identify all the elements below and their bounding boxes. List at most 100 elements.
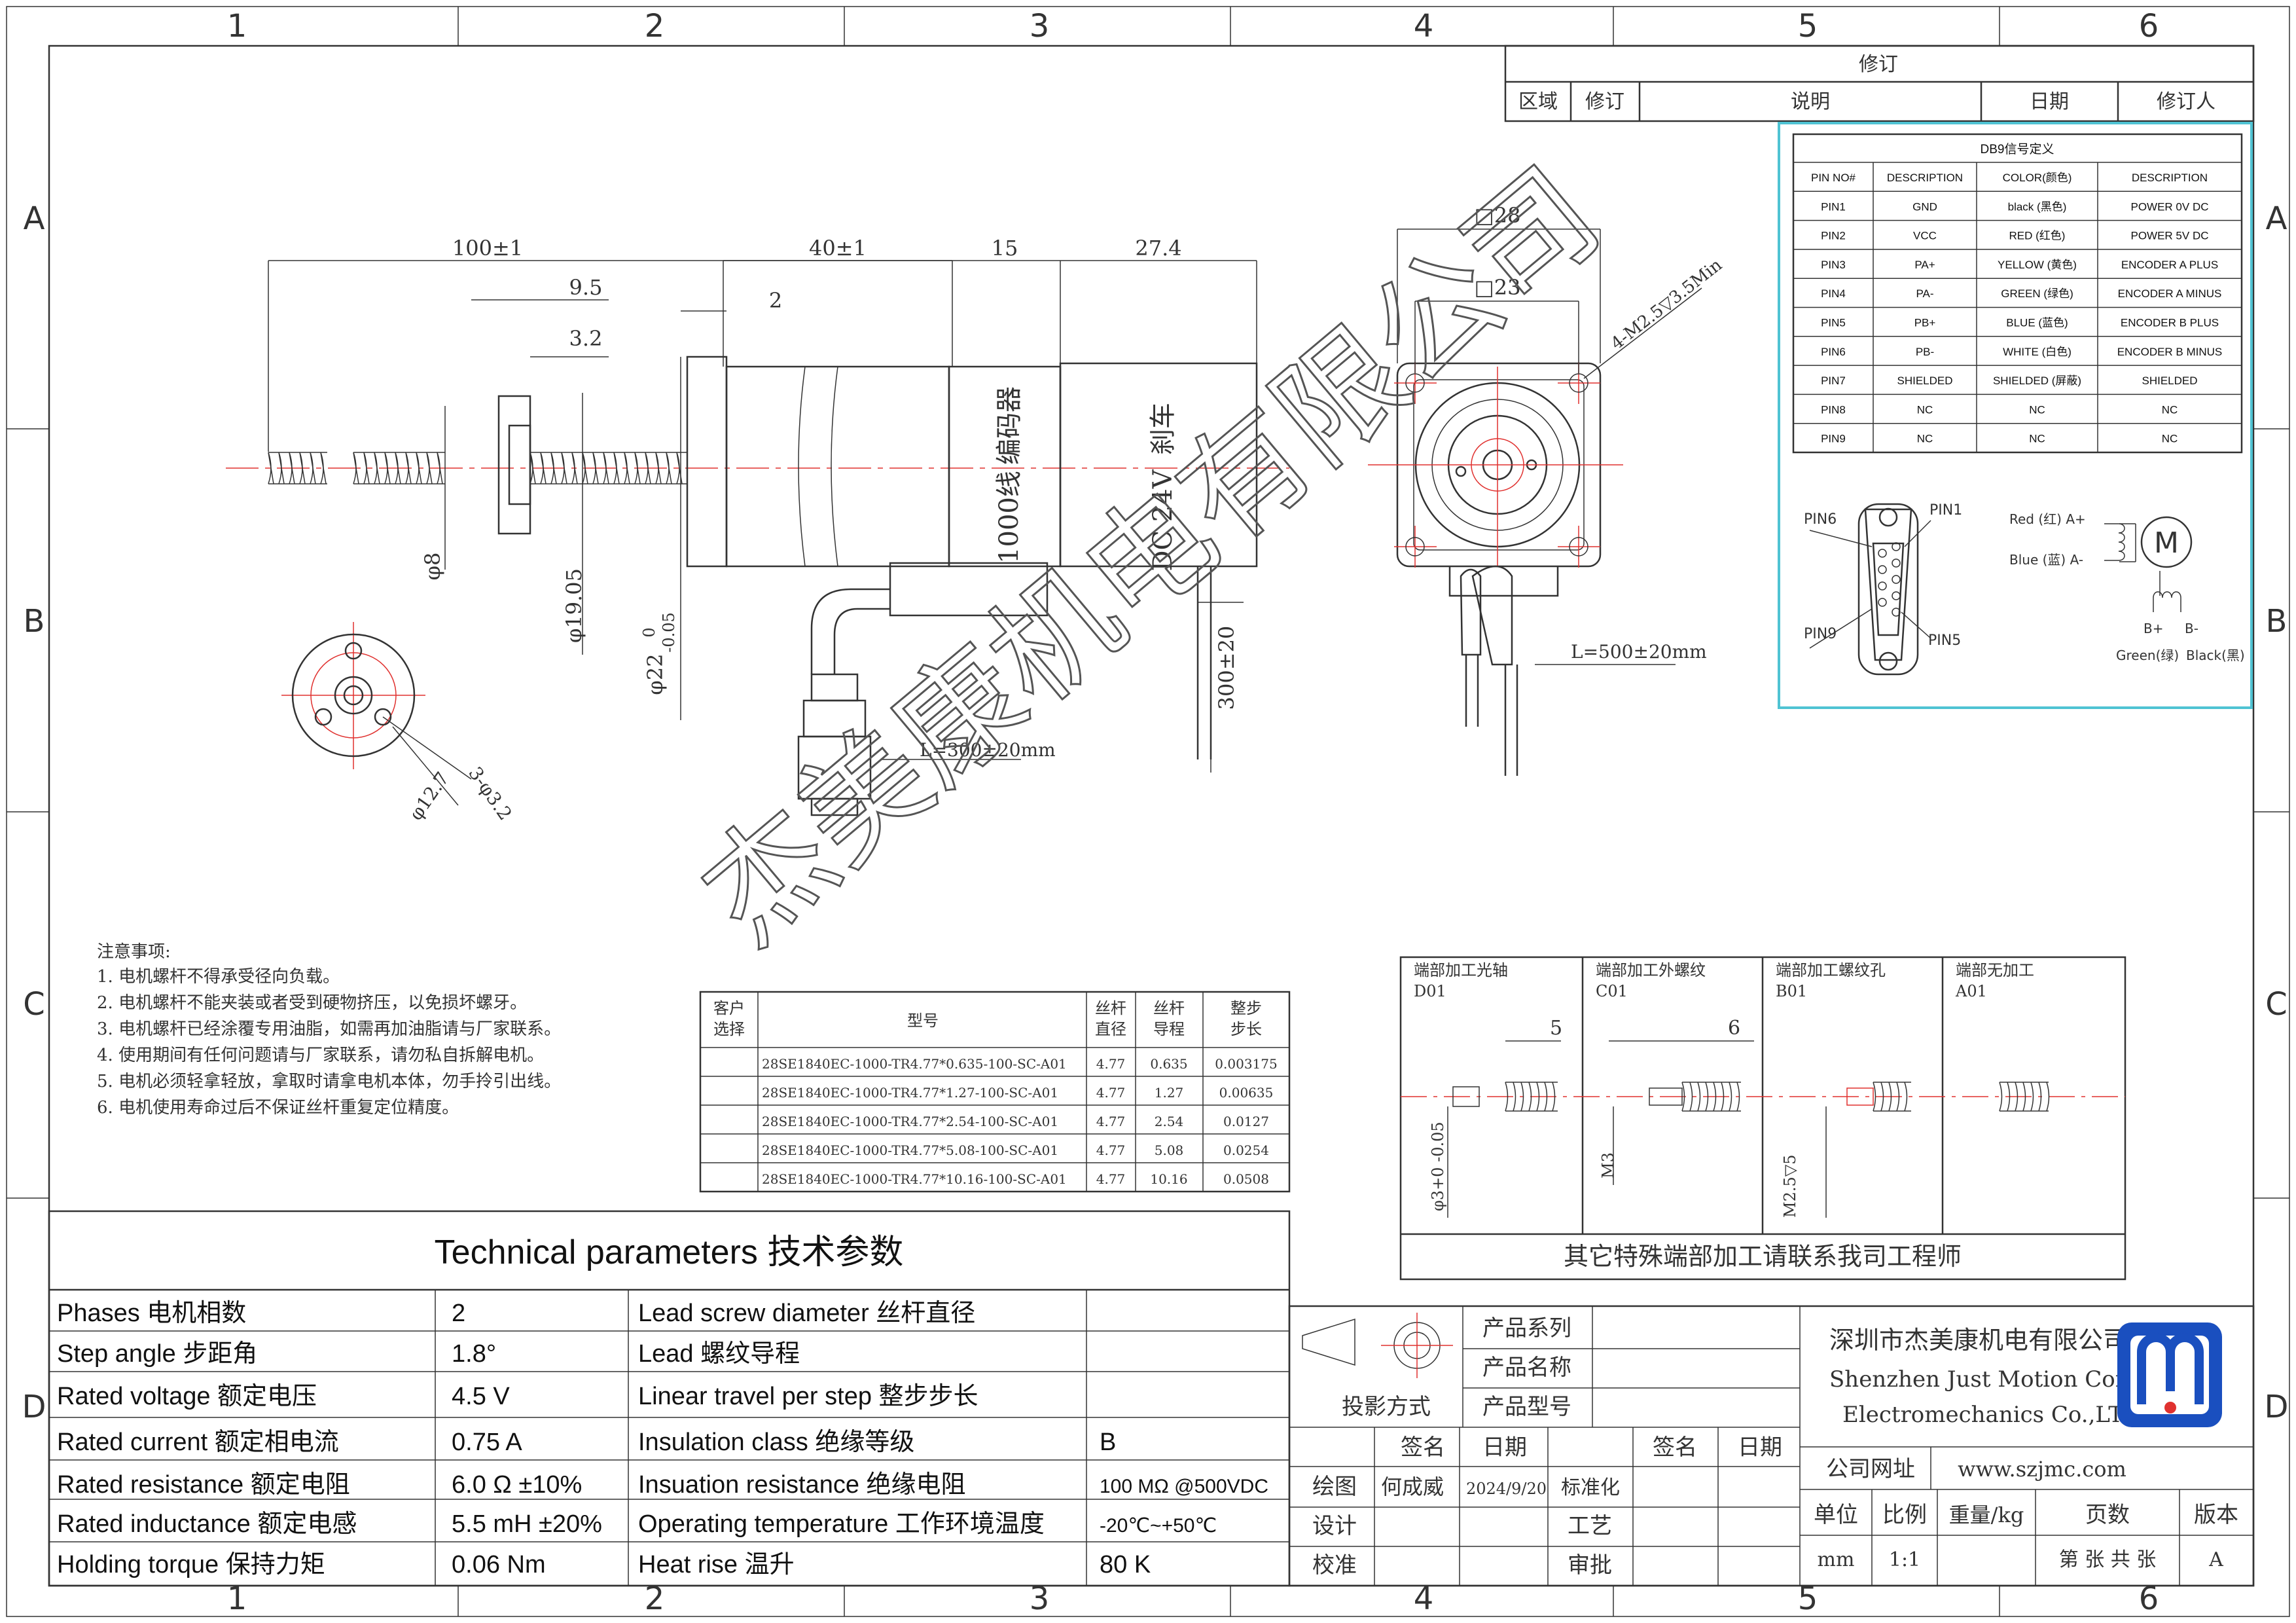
model-cell: 4.77	[1096, 1056, 1126, 1072]
db9-plug	[797, 673, 872, 816]
weight-label: 重量/kg	[1949, 1503, 2024, 1527]
company-logo	[2117, 1322, 2222, 1427]
db9-cell: SHIELDED (屏蔽)	[1993, 374, 2081, 387]
dim-phi8: φ8	[420, 553, 445, 581]
dim-27: 27.4	[1135, 236, 1181, 261]
thread-turn	[571, 452, 578, 484]
col-label: 3	[1030, 8, 1050, 45]
thread-turn	[426, 452, 433, 484]
db9-cell: PA+	[1914, 259, 1935, 271]
row-label: C	[2265, 986, 2287, 1023]
model-cell: 28SE1840EC-1000-TR4.77*2.54-100-SC-A01	[762, 1114, 1058, 1129]
revision-header: 日期	[2030, 90, 2069, 113]
svg-text:丝杆: 丝杆	[1095, 999, 1126, 1017]
model-cell: 4.77	[1096, 1114, 1126, 1129]
db9-cell: GREEN (绿色)	[2001, 287, 2073, 300]
end-dim: 5	[1550, 1017, 1562, 1040]
dim-phi12-7: φ12.7	[405, 768, 454, 824]
db9-header: PIN NO#	[1811, 172, 1856, 184]
db9-cell: POWER 5V DC	[2130, 230, 2208, 242]
coil-label: Green(绿)	[2116, 647, 2179, 663]
tech-label: Holding torque 保持力矩	[57, 1551, 325, 1578]
pages-value: 第 张 共 张	[2059, 1548, 2157, 1571]
date-label-2: 日期	[1738, 1434, 1782, 1461]
db9-cell: PIN5	[1821, 317, 1846, 329]
thread-turn	[634, 452, 641, 484]
motor-coil-diagram: M Red (红) A+ Blue (蓝) A- B+ B- Green(绿) …	[2009, 511, 2245, 663]
thread-turn	[540, 452, 547, 484]
note-item: 6. 电机使用寿命过后不保证丝杆重复定位精度。	[97, 1098, 459, 1118]
db9-cell: ENCODER B MINUS	[2117, 346, 2223, 358]
tech-label: Rated resistance 额定电阻	[57, 1471, 350, 1499]
db9-cell: PIN6	[1821, 346, 1846, 358]
unit-value: mm	[1818, 1548, 1855, 1571]
note-item: 1. 电机螺杆不得承受径向负载。	[97, 967, 340, 987]
col-label: 5	[1798, 1580, 1818, 1617]
col-label: 4	[1414, 1580, 1434, 1617]
db9-cell: PIN3	[1821, 259, 1846, 271]
thread-turn	[1520, 1082, 1524, 1112]
end-dim: 6	[1728, 1017, 1740, 1040]
tech-value: 5.5 mH ±20%	[452, 1510, 602, 1538]
date-label: 日期	[1482, 1434, 1527, 1461]
cable-length-500: L=500±20mm	[1571, 641, 1707, 663]
check-label: 校准	[1312, 1552, 1357, 1578]
db9-cell: PIN9	[1821, 433, 1846, 445]
thread-turn	[1999, 1082, 2003, 1112]
svg-text:步长: 步长	[1230, 1020, 1262, 1038]
thread-turn	[1888, 1082, 1892, 1112]
db9-cell: NC	[2029, 433, 2045, 445]
db9-cell: PIN4	[1821, 287, 1846, 300]
db9-cell: PIN2	[1821, 230, 1846, 242]
col-label: 3	[1030, 1580, 1050, 1617]
version-value: A	[2208, 1548, 2223, 1571]
db9-cell: PA-	[1916, 287, 1933, 300]
db9-cell: ENCODER B PLUS	[2121, 317, 2219, 329]
thread-turn	[655, 452, 662, 484]
tech-value: 0.06 Nm	[452, 1551, 546, 1578]
thread-turn	[299, 452, 306, 484]
tech-value: -20℃~+50℃	[1100, 1515, 1217, 1537]
thread-turn	[2015, 1082, 2018, 1112]
revision-title: 修订	[1859, 53, 1898, 76]
thread-turn	[1681, 1082, 1685, 1112]
thread-turn	[529, 452, 536, 484]
encoder-lines: 1000线	[994, 471, 1024, 564]
thread-turn	[1705, 1082, 1709, 1112]
dim-40: 40±1	[809, 236, 867, 261]
row-label: C	[23, 986, 45, 1023]
model-cell: 4.77	[1096, 1085, 1126, 1101]
tech-value: 100 MΩ @500VDC	[1100, 1476, 1268, 1497]
thread-turn	[2030, 1082, 2034, 1112]
model-cell: 2.54	[1155, 1114, 1184, 1129]
db9-cell: SHIELDED	[2142, 374, 2197, 387]
model-cell: 28SE1840EC-1000-TR4.77*0.635-100-SC-A01	[762, 1056, 1067, 1072]
db9-cell: black (黑色)	[2008, 200, 2067, 213]
model-cell: 0.635	[1150, 1056, 1187, 1072]
dim-holes: 3-φ3.2	[464, 763, 516, 824]
series-label: 产品系列	[1482, 1315, 1571, 1341]
draw-label: 绘图	[1312, 1474, 1357, 1500]
thread-turn	[1528, 1082, 1532, 1112]
tech-label: Step angle 步距角	[57, 1340, 257, 1368]
company-en-1: Shenzhen Just Motion Control	[1829, 1366, 2170, 1393]
db9-cell: ENCODER A PLUS	[2121, 259, 2218, 271]
brake-label: 刹车	[1148, 403, 1178, 455]
note-item: 4. 使用期间有任何问题请与厂家联系，请勿私自拆解电机。	[97, 1046, 544, 1065]
row-label: D	[2265, 1389, 2289, 1425]
company-en-2: Electromechanics Co.,LTD	[1842, 1402, 2141, 1428]
thread-turn	[1713, 1082, 1717, 1112]
thread-turn	[613, 452, 620, 484]
tech-label: Lead 螺纹导程	[638, 1340, 800, 1368]
db9-connector-drawing: PIN6 PIN1 PIN9 PIN5	[1804, 502, 1962, 676]
standard-label: 标准化	[1561, 1476, 1620, 1499]
row-label: A	[24, 200, 45, 237]
thread-turn	[310, 452, 316, 484]
unit-label: 单位	[1814, 1502, 1858, 1528]
thread-turn	[320, 452, 327, 484]
db9-cell: NC	[2162, 403, 2178, 416]
db9-cell: WHITE (白色)	[2003, 346, 2072, 358]
thread-turn	[1896, 1082, 1900, 1112]
thread-turn	[1697, 1082, 1701, 1112]
